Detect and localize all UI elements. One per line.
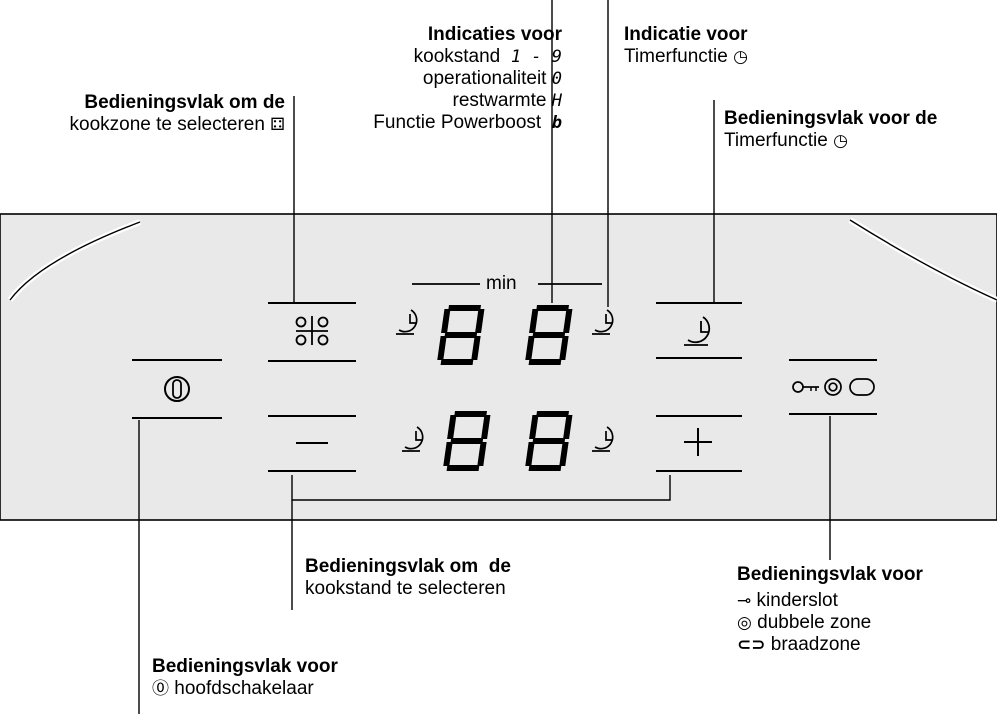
main-switch-heading: Bedieningsvlak voor — [152, 656, 338, 677]
indications-label: Indicaties voor kookstand 1 - 9 operatio… — [373, 24, 562, 134]
display-top-left — [437, 305, 485, 365]
roasting-zone-icon: ⊂⊃ — [737, 635, 766, 655]
control-panel — [0, 213, 997, 521]
min-label: min — [486, 273, 517, 294]
power-level-heading: Bedieningsvlak om de — [305, 556, 511, 577]
indications-heading: Indicaties voor — [427, 24, 562, 45]
lock-zone-heading: Bedieningsvlak voor — [737, 564, 923, 585]
lock-zone-label: Bedieningsvlak voor ⊸ kinderslot ◎ dubbe… — [737, 564, 923, 656]
zone-select-icon: ⚃ — [270, 115, 285, 135]
timer-indicator-icon — [396, 309, 418, 335]
timer-indicator-icon — [592, 309, 614, 335]
timer-indicator-icon — [592, 426, 614, 452]
timer-indicator-icon — [402, 426, 424, 452]
display-bottom-left — [443, 411, 491, 471]
timer-indication-label: Indicatie voor Timerfunctie ◷ — [624, 24, 748, 68]
double-zone-text: dubbele zone — [757, 612, 872, 633]
minus-plus-connector — [291, 475, 671, 501]
zone-select-text: kookzone te selecteren — [69, 114, 265, 135]
main-switch-label: Bedieningsvlak voor ⓪ hoofdschakelaar — [152, 656, 338, 700]
zone-select-label: Bedieningsvlak om de kookzone te selecte… — [70, 92, 285, 136]
power-level-text: kookstand te selecteren — [305, 578, 506, 599]
power-icon: ⓪ — [152, 679, 169, 699]
indication-row: restwarmte H — [452, 90, 563, 111]
display-bottom-right — [525, 411, 573, 471]
plus-key[interactable] — [656, 415, 742, 472]
indication-row: operationaliteit 0 — [422, 68, 562, 89]
minus-key[interactable] — [268, 415, 356, 472]
display-top-right — [525, 305, 573, 365]
timer-control-text: Timerfunctie — [724, 130, 828, 151]
key-icon: ⊸ — [737, 591, 752, 611]
timer-indication-heading: Indicatie voor — [624, 24, 748, 45]
indication-row: Functie Powerboost b — [373, 112, 562, 133]
leader-lines — [138, 0, 831, 714]
main-switch-key[interactable] — [132, 359, 222, 419]
zone-select-heading: Bedieningsvlak om de — [84, 92, 285, 113]
zone-select-key[interactable] — [268, 302, 356, 362]
double-zone-icon: ◎ — [737, 613, 752, 633]
roasting-zone-text: braadzone — [770, 634, 861, 655]
power-level-label: Bedieningsvlak om de kookstand te select… — [305, 556, 511, 600]
left-zone-arc — [9, 221, 141, 301]
timer-indication-text: Timerfunctie — [624, 46, 728, 67]
right-zone-arc — [849, 219, 997, 301]
timer-icon: ◷ — [833, 131, 848, 151]
lock-zone-key[interactable] — [789, 359, 877, 415]
timer-control-heading: Bedieningsvlak voor de — [724, 108, 938, 129]
timer-key[interactable] — [656, 302, 742, 359]
timer-control-label: Bedieningsvlak voor de Timerfunctie ◷ — [724, 108, 937, 152]
main-switch-text: hoofdschakelaar — [174, 678, 314, 699]
timer-icon: ◷ — [733, 47, 748, 67]
child-lock-text: kinderslot — [756, 590, 838, 611]
indication-row: kookstand 1 - 9 — [413, 46, 562, 67]
